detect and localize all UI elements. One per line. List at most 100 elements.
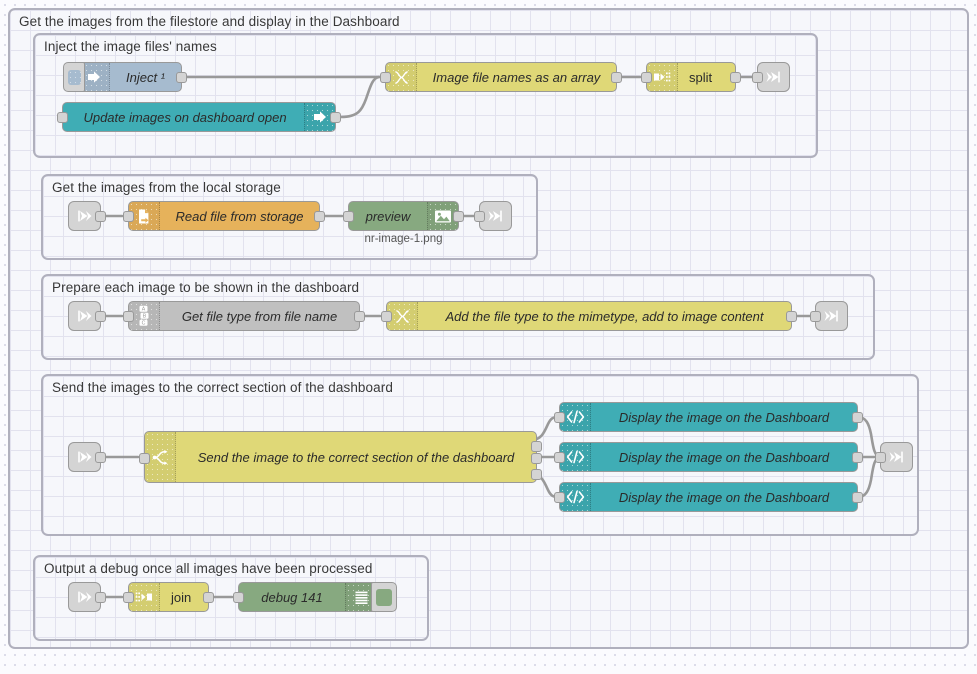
node-inject[interactable]: Inject ¹ <box>63 62 187 92</box>
debug-toggle-knob <box>376 588 392 606</box>
node-display-1[interactable]: Display the image on the Dashboard <box>554 402 863 432</box>
node-link-out-1[interactable] <box>752 62 790 92</box>
debug-enable-toggle[interactable] <box>371 582 397 612</box>
inject-trigger-button[interactable] <box>63 62 85 92</box>
port-out-display-3[interactable] <box>852 491 863 503</box>
group-outer-label: Get the images from the filestore and di… <box>19 14 400 29</box>
port-out-split[interactable] <box>730 71 741 83</box>
svg-text:C: C <box>141 321 145 327</box>
inject-arrow-icon <box>304 103 335 131</box>
port-in-debug[interactable] <box>233 591 244 603</box>
port-out-inject[interactable] <box>176 71 187 83</box>
function-icon <box>386 63 417 91</box>
port-in-switch-section[interactable] <box>139 452 150 464</box>
group-storage-label: Get the images from the local storage <box>52 180 281 195</box>
node-join[interactable]: join <box>123 582 214 612</box>
port-out-switch-2[interactable] <box>531 452 542 464</box>
node-join-label: join <box>171 589 192 605</box>
port-out-add-mimetype[interactable] <box>786 310 797 322</box>
node-split[interactable]: split <box>641 62 741 92</box>
join-icon <box>129 583 160 611</box>
group-send-label: Send the images to the correct section o… <box>52 380 393 395</box>
node-switch-section[interactable]: Send the image to the correct section of… <box>139 431 542 483</box>
group-inject[interactable]: Inject the image files' names <box>33 33 818 158</box>
node-switch-section-label: Send the image to the correct section of… <box>197 449 515 465</box>
split-icon <box>647 63 678 91</box>
template-code-icon <box>560 443 591 471</box>
port-out-read-file[interactable] <box>314 210 325 222</box>
port-out-image-file-names[interactable] <box>611 71 622 83</box>
port-in-link-out-3[interactable] <box>810 310 821 322</box>
port-out-switch-3[interactable] <box>531 469 542 480</box>
port-in-split[interactable] <box>641 71 652 83</box>
node-display-2-label: Display the image on the Dashboard <box>618 449 830 465</box>
function-icon <box>387 302 418 330</box>
file-in-icon <box>129 202 160 230</box>
port-out-dashboard-open[interactable] <box>330 111 341 123</box>
port-out-link-in-2[interactable] <box>95 210 106 222</box>
node-link-in-3[interactable] <box>68 301 106 331</box>
group-inject-label: Inject the image files' names <box>44 39 217 54</box>
port-in-join[interactable] <box>123 591 134 603</box>
port-out-link-in-4[interactable] <box>95 451 106 463</box>
port-in-link-out-2[interactable] <box>474 210 485 222</box>
port-in-add-mimetype[interactable] <box>381 310 392 322</box>
port-in-preview[interactable] <box>343 210 354 222</box>
node-get-file-type[interactable]: A B C Get file type from file name <box>123 301 365 331</box>
port-out-display-1[interactable] <box>852 411 863 423</box>
node-preview[interactable]: preview <box>343 201 464 231</box>
node-image-file-names-label: Image file names as an array <box>432 69 601 85</box>
node-preview-sublabel: nr-image-1.png <box>364 233 443 245</box>
port-out-display-2[interactable] <box>852 451 863 463</box>
port-in-display-1[interactable] <box>554 411 565 423</box>
node-link-in-5[interactable] <box>68 582 106 612</box>
port-in-display-2[interactable] <box>554 451 565 463</box>
node-add-mimetype[interactable]: Add the file type to the mimetype, add t… <box>381 301 797 331</box>
node-image-file-names[interactable]: Image file names as an array <box>380 62 622 92</box>
port-in-image-file-names[interactable] <box>380 71 391 83</box>
node-dashboard-open-label: Update images on dashboard open <box>83 109 287 125</box>
port-out-preview[interactable] <box>453 210 464 222</box>
node-link-out-4[interactable] <box>875 442 913 472</box>
link-out-icon <box>758 63 789 91</box>
node-dashboard-open[interactable]: Update images on dashboard open <box>57 102 341 132</box>
node-link-in-4[interactable] <box>68 442 106 472</box>
port-out-switch-1[interactable] <box>531 441 542 452</box>
template-code-icon <box>560 483 591 511</box>
switch-icon <box>145 432 176 482</box>
port-in-link-out-1[interactable] <box>752 71 763 83</box>
group-prepare-label: Prepare each image to be shown in the da… <box>52 280 360 295</box>
node-read-file[interactable]: Read file from storage <box>123 201 325 231</box>
link-in-icon <box>69 583 100 611</box>
node-get-file-type-label: Get file type from file name <box>181 308 338 324</box>
node-inject-label: Inject ¹ <box>125 69 165 85</box>
node-add-mimetype-label: Add the file type to the mimetype, add t… <box>445 308 764 324</box>
port-out-get-file-type[interactable] <box>354 310 365 322</box>
port-out-join[interactable] <box>203 591 214 603</box>
port-out-link-in-5[interactable] <box>95 591 106 603</box>
debug-lines-icon <box>345 583 376 611</box>
svg-text:A: A <box>141 307 145 313</box>
node-display-1-label: Display the image on the Dashboard <box>618 409 830 425</box>
node-link-out-2[interactable] <box>474 201 512 231</box>
node-display-3[interactable]: Display the image on the Dashboard <box>554 482 863 512</box>
node-debug[interactable]: debug 141 <box>233 582 397 612</box>
change-abc-icon: A B C <box>129 302 160 330</box>
node-split-label: split <box>689 69 713 85</box>
port-out-link-in-3[interactable] <box>95 310 106 322</box>
node-read-file-label: Read file from storage <box>175 208 304 224</box>
port-in-read-file[interactable] <box>123 210 134 222</box>
node-link-out-3[interactable] <box>810 301 848 331</box>
port-in-link-out-4[interactable] <box>875 451 886 463</box>
node-link-in-2[interactable] <box>68 201 106 231</box>
link-out-icon <box>816 302 847 330</box>
link-out-icon <box>480 202 511 230</box>
link-in-icon <box>69 302 100 330</box>
port-in-get-file-type[interactable] <box>123 310 134 322</box>
node-display-2[interactable]: Display the image on the Dashboard <box>554 442 863 472</box>
link-in-icon <box>69 202 100 230</box>
port-in-dashboard-open[interactable] <box>57 111 68 123</box>
port-in-display-3[interactable] <box>554 491 565 503</box>
inject-button-knob <box>67 69 81 85</box>
